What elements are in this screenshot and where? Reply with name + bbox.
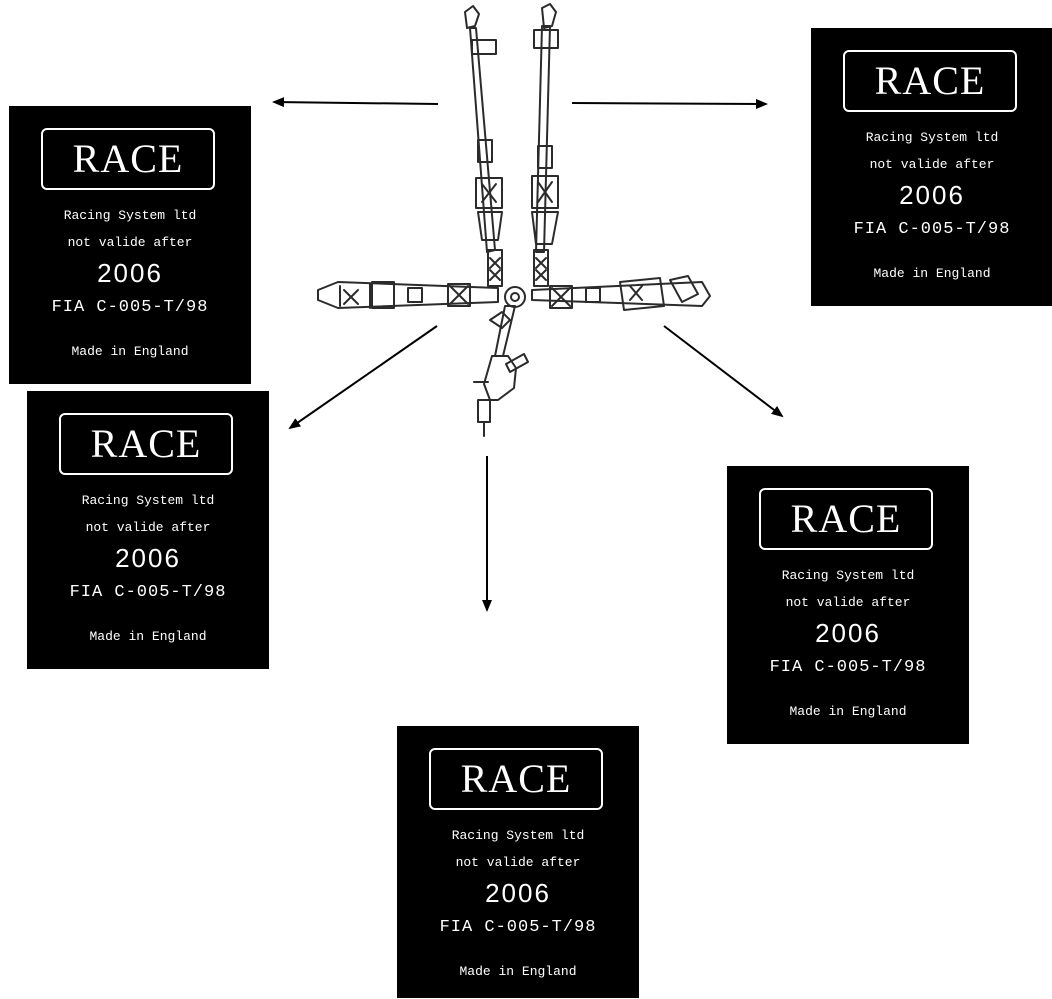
label-card-top-left: RACE Racing System ltd not valide after … [9,106,251,384]
arrow-icon [274,102,438,104]
origin-text: Made in England [397,964,639,979]
validity-text: not valide after [27,520,269,535]
year-text: 2006 [9,258,251,289]
origin-text: Made in England [811,266,1052,281]
label-card-middle-left: RACE Racing System ltd not valide after … [27,391,269,669]
certification-text: FIA C-005-T/98 [397,918,639,937]
year-text: 2006 [727,618,969,649]
year-text: 2006 [397,878,639,909]
year-text: 2006 [27,543,269,574]
label-card-middle-right: RACE Racing System ltd not valide after … [727,466,969,744]
certification-text: FIA C-005-T/98 [27,583,269,602]
maker-text: Racing System ltd [727,568,969,583]
brand-name: RACE [791,499,902,539]
certification-text: FIA C-005-T/98 [9,298,251,317]
arrow-icon [572,103,766,104]
arrow-icon [664,326,782,416]
maker-text: Racing System ltd [811,130,1052,145]
validity-text: not valide after [727,595,969,610]
maker-text: Racing System ltd [27,493,269,508]
brand-name: RACE [461,759,572,799]
maker-text: Racing System ltd [9,208,251,223]
arrow-icon [290,326,437,428]
origin-text: Made in England [727,704,969,719]
brand-box: RACE [843,50,1017,112]
validity-text: not valide after [9,235,251,250]
certification-text: FIA C-005-T/98 [811,220,1052,239]
validity-text: not valide after [811,157,1052,172]
brand-box: RACE [429,748,603,810]
brand-name: RACE [73,139,184,179]
origin-text: Made in England [9,344,251,359]
maker-text: Racing System ltd [397,828,639,843]
origin-text: Made in England [27,629,269,644]
certification-text: FIA C-005-T/98 [727,658,969,677]
brand-name: RACE [875,61,986,101]
brand-box: RACE [759,488,933,550]
brand-name: RACE [91,424,202,464]
validity-text: not valide after [397,855,639,870]
brand-box: RACE [41,128,215,190]
year-text: 2006 [811,180,1052,211]
brand-box: RACE [59,413,233,475]
label-card-top-right: RACE Racing System ltd not valide after … [811,28,1052,306]
label-card-bottom: RACE Racing System ltd not valide after … [397,726,639,998]
